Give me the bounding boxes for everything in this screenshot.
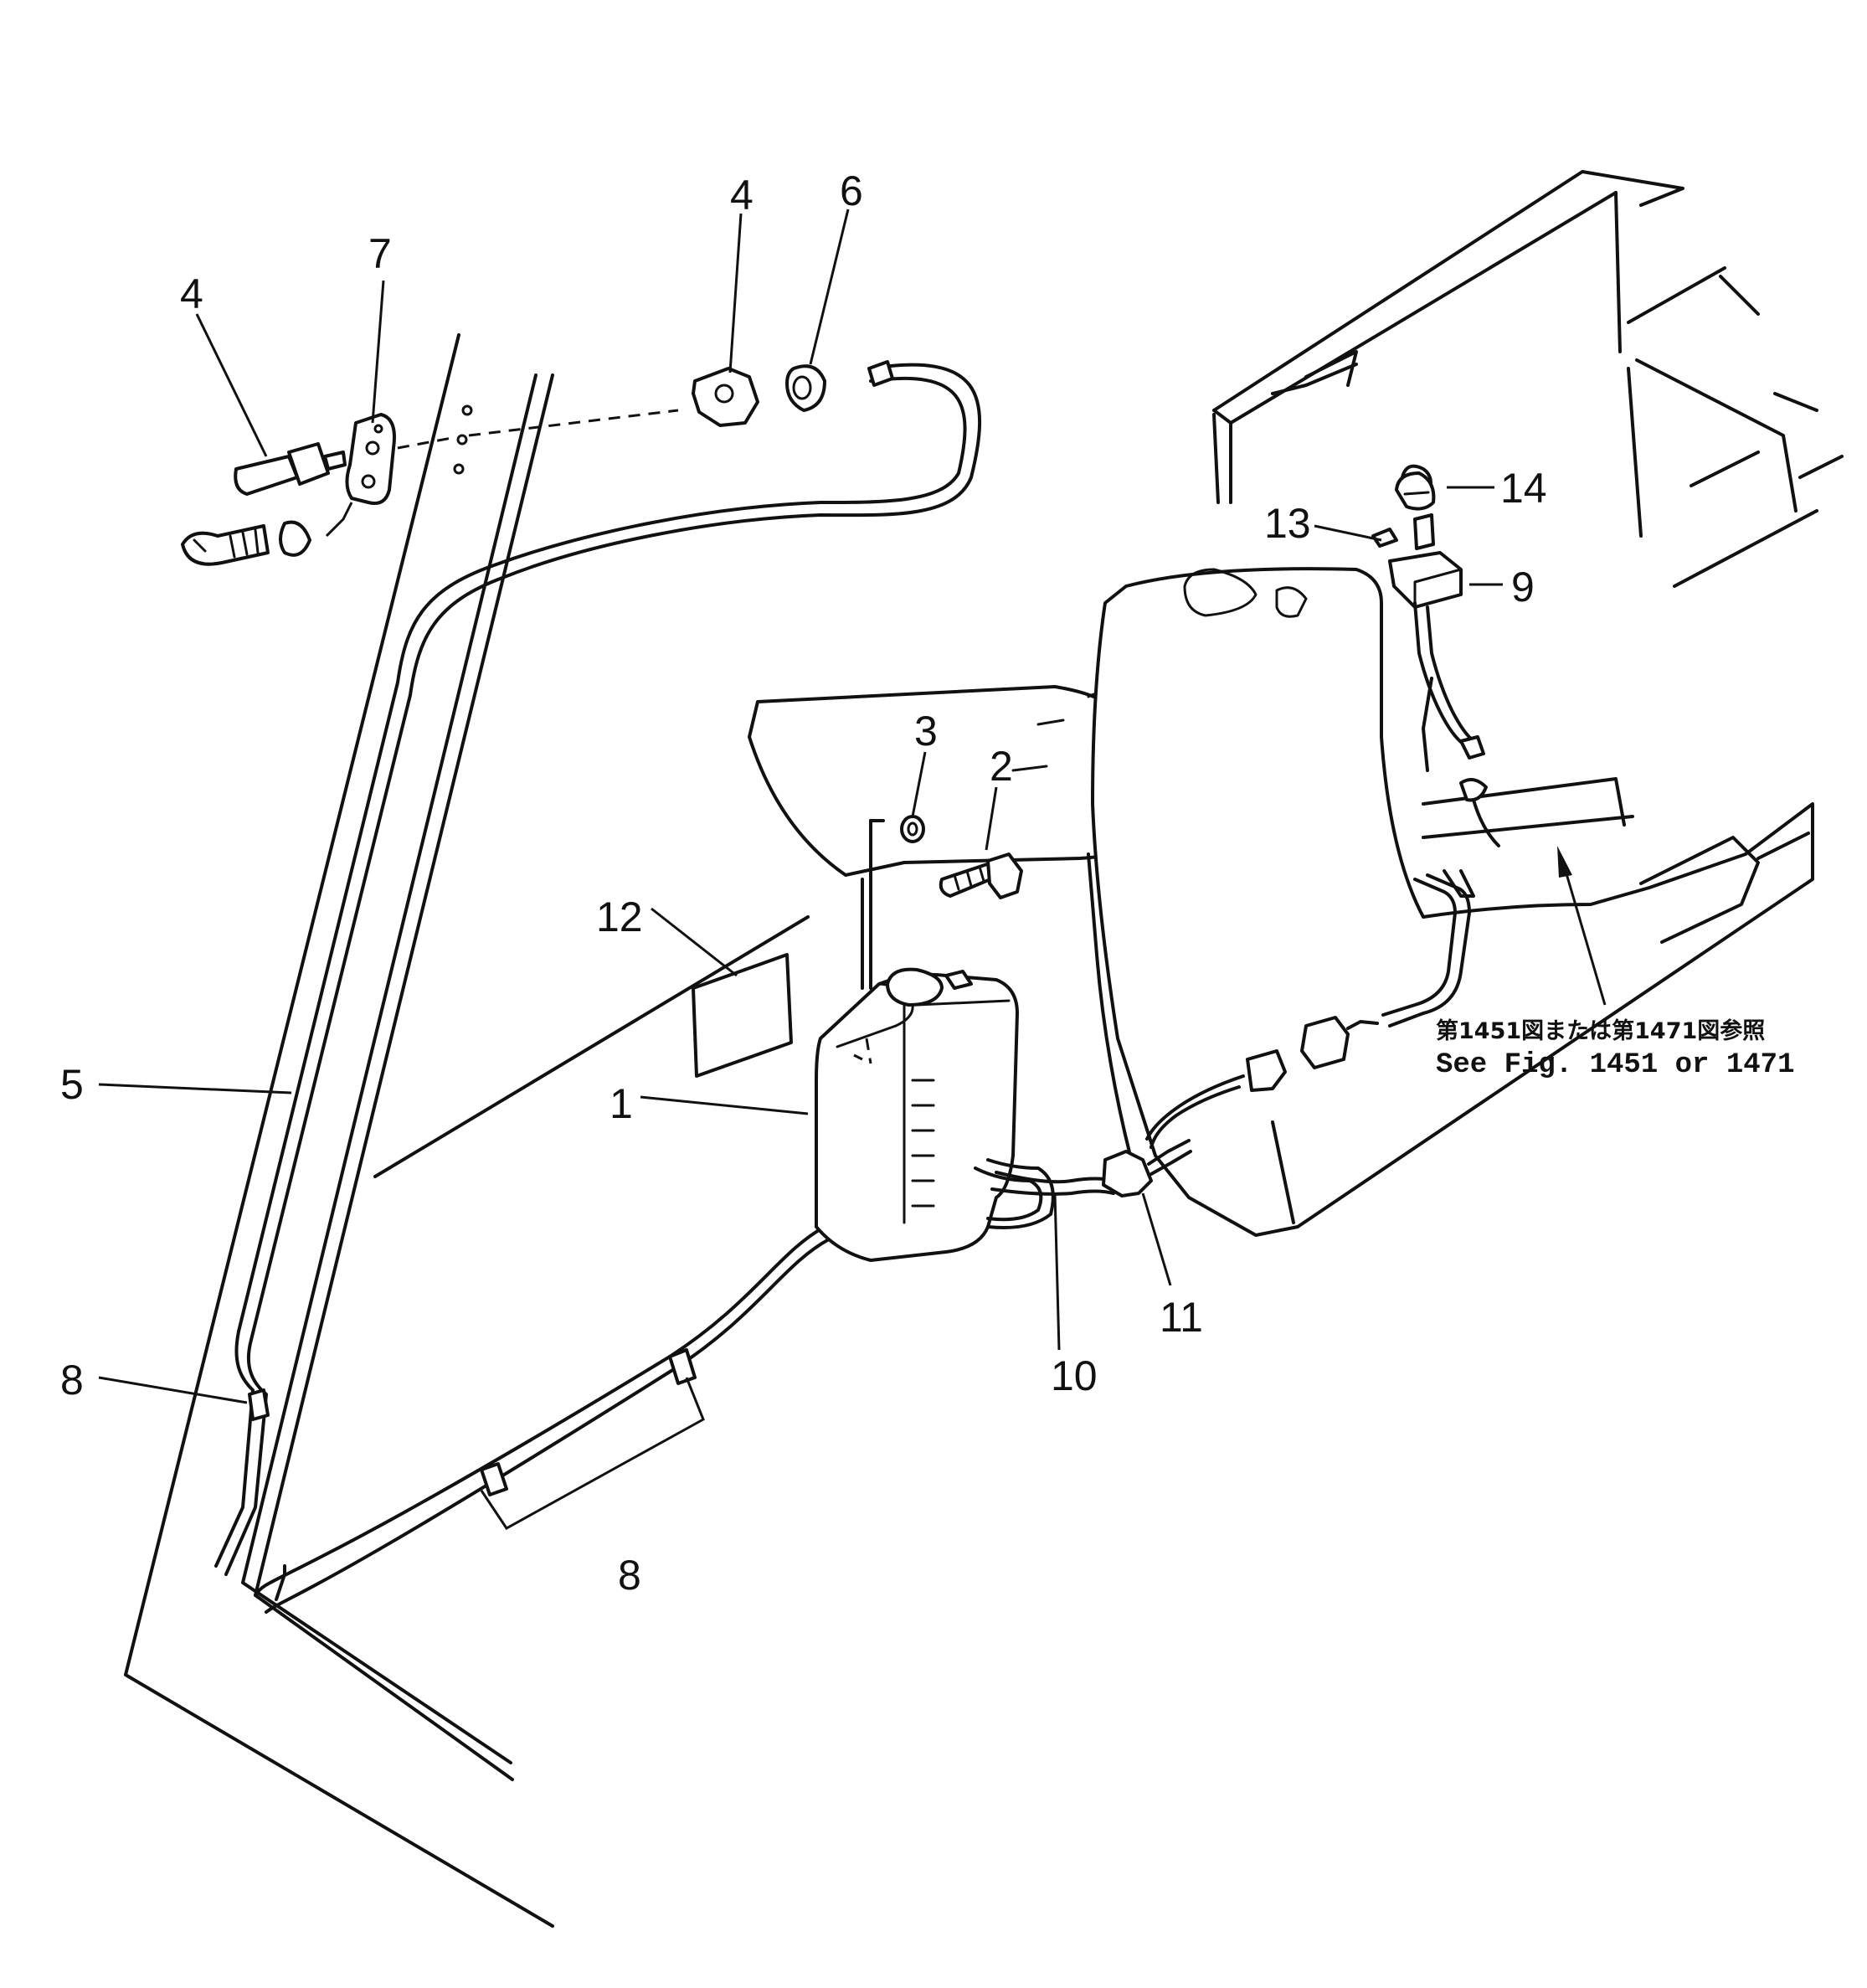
callout-4-nozzle: 4 <box>180 270 203 317</box>
callout-4-nut: 4 <box>730 172 753 219</box>
callout-7-gasket: 7 <box>368 230 392 277</box>
callout-5-hose: 5 <box>60 1061 84 1108</box>
callout-9-switch: 9 <box>1511 564 1535 610</box>
decal-label <box>692 953 793 1078</box>
mounting-bolt-and-washer <box>869 815 1023 990</box>
callout-2-bolt: 2 <box>990 743 1013 790</box>
callout-13-plate: 13 <box>1264 500 1311 547</box>
callout-8-clamp-lower: 8 <box>618 1552 641 1599</box>
callout-14-knob: 14 <box>1500 465 1547 512</box>
callout-11-motor: 11 <box>1160 1294 1203 1341</box>
cab-frame <box>124 333 810 1928</box>
callout-1-tank: 1 <box>609 1080 633 1127</box>
wiring-harness <box>1145 873 1471 1149</box>
washer-tank <box>815 967 1192 1262</box>
hose-clamps <box>248 1348 705 1530</box>
callout-12-decal: 12 <box>596 894 643 940</box>
callout-leaders <box>98 209 1503 1404</box>
callout-6-cap: 6 <box>840 167 863 214</box>
reference-arrow <box>1557 846 1607 1006</box>
nozzle-nut-and-cap <box>692 360 894 427</box>
callout-8-clamp-left: 8 <box>60 1357 84 1403</box>
callout-10-harness: 10 <box>1051 1352 1098 1399</box>
callout-3-washer: 3 <box>914 708 938 755</box>
cab-console-structure <box>1212 170 1844 588</box>
washer-switch <box>1371 464 1500 847</box>
reference-note-english: See Fig. 1451 or 1471 <box>1436 1049 1794 1081</box>
washer-hose <box>214 363 982 1614</box>
nozzle-assembly <box>181 404 679 566</box>
reference-note-japanese: 第1451図または第1471図参照 <box>1436 1017 1765 1044</box>
